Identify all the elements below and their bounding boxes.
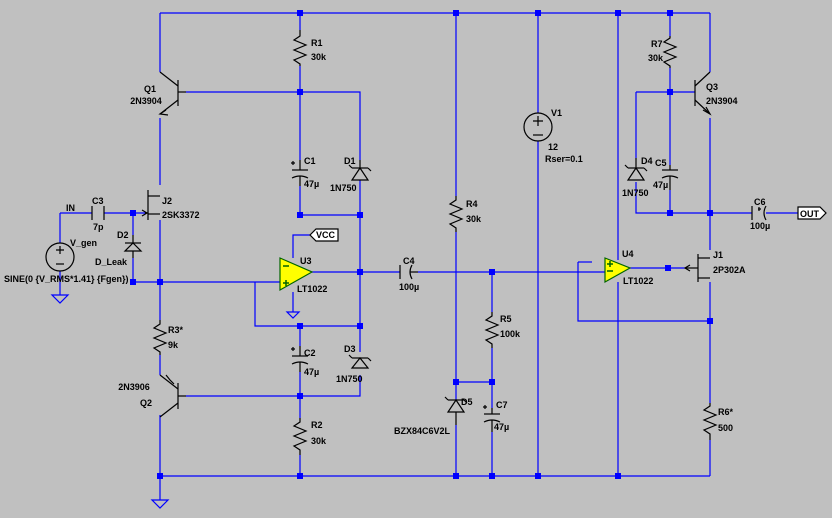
- r4-ref: R4: [466, 199, 478, 209]
- transistor-q2: 2N3906 Q2: [118, 374, 186, 418]
- capacitor-c5: C5 47µ: [653, 158, 679, 190]
- q2-ref: Q2: [140, 398, 152, 408]
- v1-ref: V1: [551, 108, 562, 118]
- transistor-q1: Q1 2N3904: [130, 71, 186, 116]
- c2-value: 47µ: [304, 367, 319, 377]
- r1-ref: R1: [311, 38, 323, 48]
- diode-d4: D4 1N750: [622, 156, 653, 198]
- capacitor-c2: C2 47µ: [291, 346, 319, 377]
- diode-d5: D5 BZX84C6V2L: [394, 396, 473, 436]
- j2-value: 2SK3372: [162, 210, 200, 220]
- r3-value: 9k: [168, 340, 179, 350]
- u3-value: LT1022: [297, 284, 327, 294]
- c7-value: 47µ: [494, 422, 509, 432]
- c6-ref: C6: [754, 197, 766, 207]
- resistor-r4: R4 30k: [448, 196, 482, 232]
- ground-symbol-u3: [285, 311, 301, 319]
- diode-d2: D2 D_Leak: [95, 230, 143, 267]
- net-flag-vcc: VCC: [309, 228, 339, 242]
- d2-value: D_Leak: [95, 257, 128, 267]
- d5-value: BZX84C6V2L: [394, 426, 451, 436]
- d4-value: 1N750: [622, 188, 649, 198]
- c3-value: 7p: [93, 222, 104, 232]
- d2-ref: D2: [117, 230, 129, 240]
- r2-value: 30k: [311, 436, 327, 446]
- opamp-u3: U3 LT1022: [279, 256, 327, 294]
- d5-ref: D5: [461, 397, 473, 407]
- r6-value: 500: [718, 423, 733, 433]
- q3-ref: Q3: [706, 82, 718, 92]
- ground-symbol-main: [150, 490, 170, 509]
- r4-value: 30k: [466, 214, 482, 224]
- vgen-ref: V_gen: [70, 238, 97, 248]
- r1-value: 30k: [311, 52, 327, 62]
- d1-value: 1N750: [330, 183, 357, 193]
- r5-ref: R5: [500, 314, 512, 324]
- resistor-r7: R7 30k: [648, 36, 678, 68]
- capacitor-c4: C4 100µ: [399, 256, 419, 292]
- r3-ref: R3*: [168, 325, 184, 335]
- c4-value: 100µ: [399, 282, 419, 292]
- d3-ref: D3: [344, 344, 356, 354]
- v1-value: 12: [548, 142, 558, 152]
- junctions: [130, 10, 713, 479]
- c1-value: 47µ: [304, 179, 319, 189]
- c6-value: 100µ: [750, 221, 770, 231]
- transistor-q3: Q3 2N3904: [694, 71, 738, 116]
- capacitor-c6: C6 100µ: [750, 197, 770, 231]
- jfet-j1: J1 2P302A: [683, 250, 746, 282]
- d1-ref: D1: [344, 156, 356, 166]
- c3-ref: C3: [92, 196, 104, 206]
- r7-ref: R7: [651, 39, 663, 49]
- d4-ref: D4: [641, 156, 653, 166]
- c4-ref: C4: [403, 256, 415, 266]
- opamp-u4: U4 LT1022: [604, 249, 653, 286]
- r2-ref: R2: [311, 420, 323, 430]
- net-label-in: IN: [66, 203, 75, 213]
- capacitor-c7: C7 47µ: [483, 400, 509, 432]
- u4-value: LT1022: [623, 276, 653, 286]
- diode-d3: D3 1N750: [336, 344, 372, 384]
- c2-ref: C2: [304, 348, 316, 358]
- r7-value: 30k: [648, 53, 664, 63]
- diode-d1: D1 1N750: [330, 156, 372, 193]
- c7-ref: C7: [496, 400, 508, 410]
- svg-text:VCC: VCC: [316, 230, 336, 240]
- r5-value: 100k: [500, 329, 521, 339]
- wires: [59, 12, 798, 490]
- voltage-source-vgen: V_gen SINE(0 {V_RMS*1.41} {Fgen}): [4, 238, 129, 284]
- vgen-value: SINE(0 {V_RMS*1.41} {Fgen}): [4, 274, 129, 284]
- capacitor-c3: C3 7p: [91, 196, 105, 232]
- q1-ref: Q1: [144, 84, 156, 94]
- j1-value: 2P302A: [713, 265, 746, 275]
- svg-text:IN: IN: [66, 203, 75, 213]
- c5-value: 47µ: [653, 180, 668, 190]
- resistor-r1: R1 30k: [292, 30, 327, 66]
- resistor-r6: R6* 500: [702, 403, 734, 440]
- d3-value: 1N750: [336, 374, 363, 384]
- net-flag-out: OUT: [797, 206, 827, 220]
- jfet-j2: J2 2SK3372: [141, 190, 200, 220]
- resistor-r3: R3* 9k: [152, 320, 184, 355]
- capacitor-c1: C1 47µ: [291, 156, 319, 189]
- v1-param: Rser=0.1: [545, 154, 583, 164]
- resistor-r2: R2 30k: [292, 418, 327, 455]
- ground-symbol-vgen: [50, 294, 70, 304]
- voltage-source-v1: V1 12 Rser=0.1: [523, 108, 583, 164]
- r6-ref: R6*: [718, 407, 734, 417]
- q2-value: 2N3906: [118, 382, 150, 392]
- j2-ref: J2: [162, 196, 172, 206]
- c1-ref: C1: [304, 156, 316, 166]
- q1-value: 2N3904: [130, 96, 162, 106]
- j1-ref: J1: [713, 250, 723, 260]
- u3-ref: U3: [300, 256, 312, 266]
- resistor-r5: R5 100k: [484, 312, 521, 348]
- q3-value: 2N3904: [706, 96, 738, 106]
- u4-ref: U4: [622, 249, 634, 259]
- c5-ref: C5: [655, 158, 667, 168]
- svg-text:OUT: OUT: [800, 209, 820, 219]
